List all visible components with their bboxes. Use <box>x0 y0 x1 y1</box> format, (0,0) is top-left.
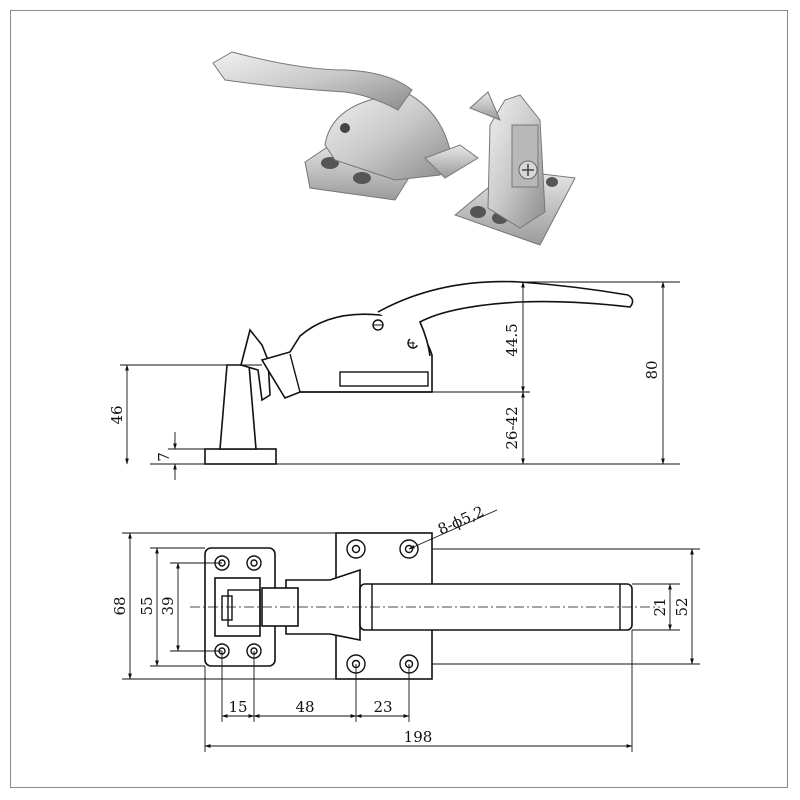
top-view: 68 55 39 21 52 8-ϕ5,2 15 48 23 198 <box>111 502 700 752</box>
dim-hole-spacing-keeper: 55 <box>138 596 156 615</box>
dim-outer-width: 68 <box>111 596 129 615</box>
dim-handle-width: 21 <box>651 597 669 616</box>
side-view: 46 7 44.5 26-42 80 <box>108 280 680 480</box>
dim-holes: 8-ϕ5,2 <box>435 502 487 538</box>
dim-upper-height: 44.5 <box>503 323 521 356</box>
latch-handle <box>212 51 413 111</box>
latch-tongue <box>424 144 479 179</box>
drawing-frame <box>10 10 788 788</box>
dim-keeper-width: 39 <box>159 596 177 615</box>
dim-keeper-height: 46 <box>108 405 126 424</box>
keeper-base-side <box>204 448 277 465</box>
dim-door-gap: 26-42 <box>503 406 521 449</box>
keeper-post-side <box>219 364 257 450</box>
latch-handle-side <box>377 280 634 357</box>
dim-total-height: 80 <box>643 360 661 379</box>
latch-body-side <box>260 313 433 399</box>
dim-overall-length: 198 <box>404 728 433 746</box>
dim-latch-hole-spacing: 23 <box>373 698 392 716</box>
dim-hole-spacing-latch: 52 <box>673 597 691 616</box>
dim-base-thickness: 7 <box>155 452 173 462</box>
dim-keeper-to-latch: 48 <box>295 698 314 716</box>
latch-photo <box>212 51 576 246</box>
dim-keeper-hole-offset: 15 <box>228 698 247 716</box>
